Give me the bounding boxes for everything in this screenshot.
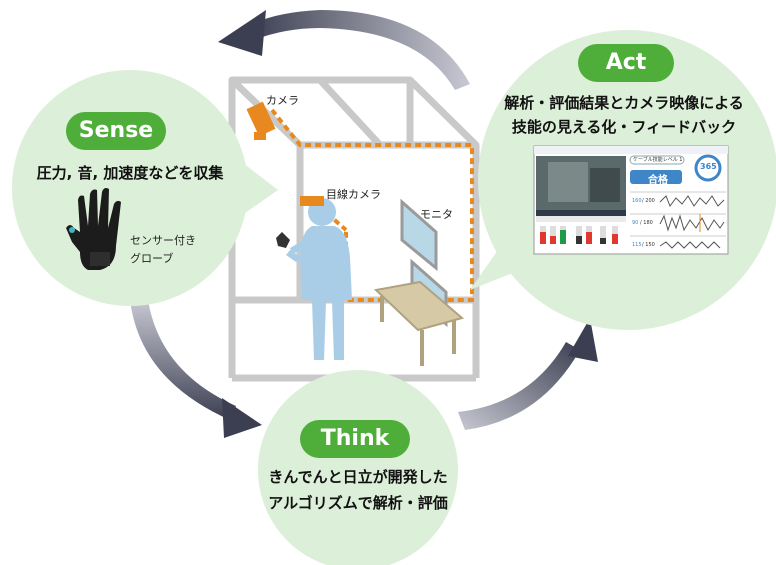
- cycle-arrow-left: [130, 300, 262, 438]
- worker-glove-icon: [276, 232, 290, 248]
- eye-camera-label: 目線カメラ: [326, 188, 381, 201]
- act-description-line1: 解析・評価結果とカメラ映像による: [504, 94, 744, 112]
- think-title: Think: [300, 420, 410, 458]
- screen-metric2-total: / 180: [640, 220, 653, 226]
- worker-figure: [286, 198, 352, 360]
- act-title: Act: [578, 44, 674, 82]
- feedback-screen: [533, 145, 729, 255]
- monitor-label: モニタ: [420, 208, 453, 221]
- screen-metric2-value: 90: [632, 220, 639, 226]
- screen-metric3-value: 115: [632, 242, 642, 248]
- cycle-arrow-top: [218, 10, 470, 90]
- ceiling-camera-icon: [246, 101, 276, 140]
- screen-metric3-total: / 150: [642, 242, 655, 248]
- camera-label: カメラ: [266, 94, 299, 107]
- think-description-line2: アルゴリズムで解析・評価: [268, 494, 448, 512]
- think-bubble: [258, 370, 458, 565]
- screen-metric1-value: 160: [632, 198, 642, 204]
- sense-title: Sense: [66, 112, 166, 150]
- think-description-line1: きんでんと日立が開発した: [268, 468, 448, 486]
- workbench: [373, 280, 465, 366]
- sense-bubble: [12, 70, 278, 306]
- sensor-glove-icon: [66, 188, 121, 270]
- screen-metric1-total: / 200: [642, 198, 655, 204]
- screen-score: 365: [700, 162, 717, 171]
- sense-description: 圧力, 音, 加速度などを収集: [36, 164, 224, 182]
- glove-label-line2: グローブ: [130, 252, 174, 265]
- screen-level-select: ケーブル技能レベル 1: [633, 157, 683, 163]
- cycle-arrow-right: [458, 318, 598, 430]
- screen-result: 合格: [648, 175, 668, 186]
- act-description-line2: 技能の見える化・フィードバック: [511, 118, 737, 136]
- eye-camera-icon: [300, 196, 324, 206]
- glove-label-line1: センサー付き: [130, 234, 196, 247]
